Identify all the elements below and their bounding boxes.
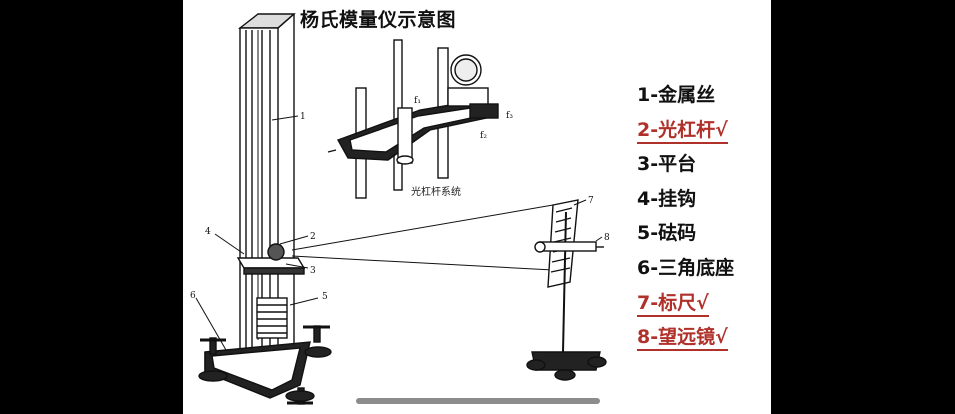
callout-7: 7 xyxy=(588,196,594,206)
callout-4: 4 xyxy=(205,227,211,237)
legend-item-5: 5-砝码 xyxy=(637,222,697,245)
inset-caption: 光杠杆系统 xyxy=(411,187,461,198)
legend-item-8: 8-望远镜√ xyxy=(637,322,734,357)
legend-item-4: 4-挂钩 xyxy=(637,187,697,210)
legend-item-6: 6-三角底座 xyxy=(637,256,735,279)
callout-8: 8 xyxy=(604,233,610,243)
callout-5: 5 xyxy=(322,292,328,302)
component-legend: 1-金属丝 2-光杠杆√ 3-平台 4-挂钩 5-砝码 6-三角底座 7-标尺√… xyxy=(637,80,734,357)
page-title: 杨氏模量仪示意图 xyxy=(300,9,457,31)
inset-label-f2: f₂ xyxy=(480,131,487,141)
legend-item-3: 3-平台 xyxy=(637,153,697,176)
callout-2: 2 xyxy=(310,232,316,242)
legend-item-1: 1-金属丝 xyxy=(637,84,716,106)
callout-3: 3 xyxy=(310,266,316,276)
right-black-margin xyxy=(771,0,955,414)
inset-label-f3: f₃ xyxy=(506,111,513,121)
callout-1: 1 xyxy=(300,112,306,122)
inset-label-f1: f₁ xyxy=(414,96,421,106)
legend-item-2: 2-光杠杆√ xyxy=(637,115,734,150)
legend-item-7: 7-标尺√ xyxy=(637,288,734,323)
young-modulus-apparatus-drawing: 1 2 3 4 5 6 7 8 f₁ f₂ f₃ xyxy=(190,13,610,405)
scroll-indicator[interactable] xyxy=(356,398,600,404)
callout-6: 6 xyxy=(190,291,196,301)
